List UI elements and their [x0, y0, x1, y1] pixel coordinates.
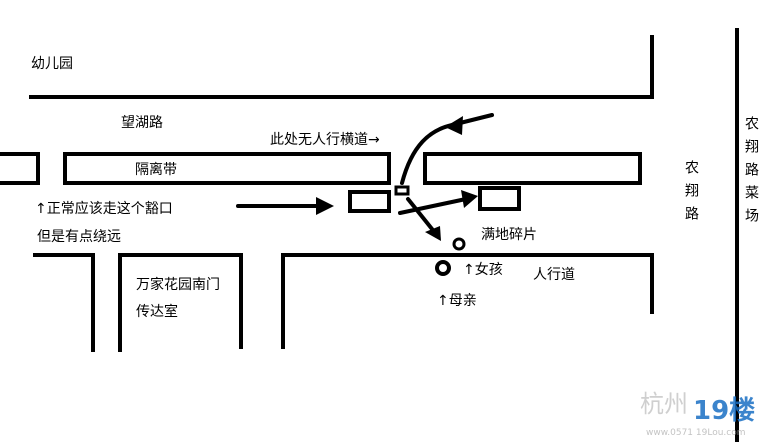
top-road-edge [29, 35, 654, 99]
arrowhead-u-turn [445, 116, 463, 135]
watermark-brand-logo: 19楼 [693, 396, 756, 426]
median-strip-left [0, 152, 40, 185]
watermark-url: www.0571 19Lou.com [646, 428, 746, 438]
label-nongxiang-market: 农翔路菜场 [743, 116, 759, 231]
vehicle-left [348, 190, 391, 213]
arrow-to-right-vehicle [398, 197, 468, 215]
label-median: 隔离带 [135, 162, 177, 178]
girl-marker [452, 237, 466, 251]
label-guard-room: 传达室 [136, 304, 178, 320]
label-wanghu-road: 望湖路 [121, 115, 163, 131]
arrowhead-to-girl [425, 226, 441, 241]
label-kindergarten: 幼儿园 [31, 56, 73, 72]
label-mother: ↑母亲 [437, 293, 477, 309]
label-detour: 但是有点绕远 [37, 229, 121, 245]
vehicle-right [478, 186, 521, 211]
label-nongxiang-road: 农翔路 [683, 160, 699, 229]
median-strip-main [63, 152, 391, 185]
sidewalk-edge [281, 253, 654, 349]
arrow-u-turn [400, 113, 494, 185]
label-debris: 满地碎片 [481, 227, 537, 243]
label-wanjia-gate: 万家花园南门 [136, 277, 220, 293]
watermark-site-name: 杭州 [640, 390, 688, 418]
label-should-walk: ↑正常应该走这个豁口 [35, 201, 173, 217]
arrow-to-girl [406, 197, 438, 236]
median-strip-right [423, 152, 642, 185]
lower-left-road-edge [33, 253, 95, 352]
vehicle-small [394, 185, 410, 196]
wanjia-block-edge [118, 253, 243, 352]
arrowhead-left-traffic [316, 197, 334, 215]
mother-marker [435, 260, 451, 276]
label-no-crosswalk: 此处无人行横道→ [270, 132, 380, 148]
label-sidewalk: 人行道 [533, 267, 575, 283]
arrowhead-right-vehicle [461, 190, 478, 208]
label-girl: ↑女孩 [463, 262, 503, 278]
